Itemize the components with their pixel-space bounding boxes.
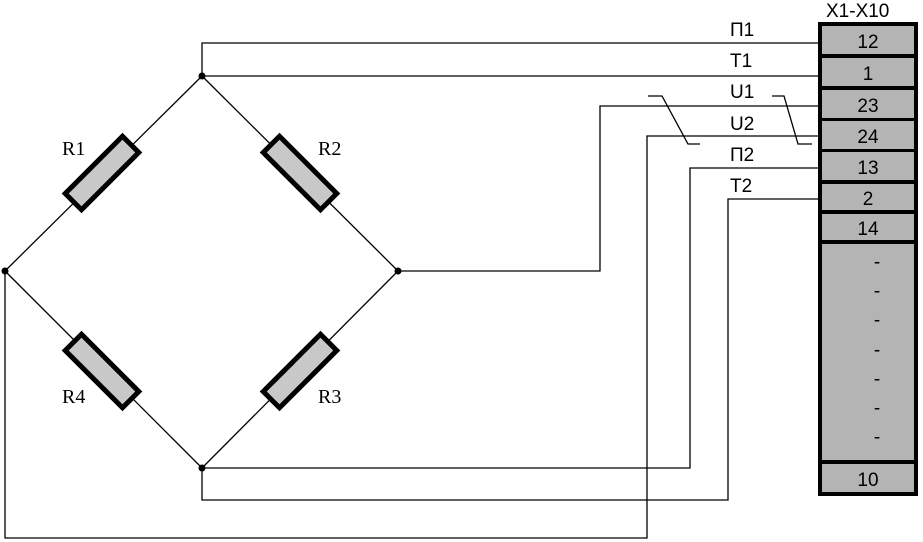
connector-title: X1-X10 bbox=[826, 1, 889, 22]
terminal-10: 10 bbox=[857, 470, 878, 491]
wire-label-p2: П2 bbox=[730, 145, 754, 166]
terminal-dash: - bbox=[874, 310, 880, 331]
terminal-dash: - bbox=[874, 427, 880, 448]
node-right bbox=[394, 267, 402, 275]
wire-label-u2: U2 bbox=[730, 114, 754, 135]
terminal-23: 23 bbox=[857, 96, 878, 117]
node-top bbox=[198, 72, 206, 80]
wire-label-u1: U1 bbox=[730, 82, 754, 103]
node-left bbox=[1, 267, 9, 275]
resistor-r1 bbox=[61, 132, 143, 214]
bridge-wires bbox=[4, 75, 399, 469]
wire-label-p1: П1 bbox=[730, 20, 754, 41]
terminal-block bbox=[818, 22, 918, 496]
terminal-14: 14 bbox=[857, 219, 879, 240]
terminal-dash: - bbox=[874, 398, 880, 419]
terminal-dash: - bbox=[874, 369, 880, 390]
terminal-dash: - bbox=[874, 252, 880, 273]
resistor-label-r1: R1 bbox=[62, 138, 85, 160]
terminal-12: 12 bbox=[857, 32, 878, 53]
wire-label-t2: T2 bbox=[730, 176, 752, 197]
resistor-r2 bbox=[259, 132, 341, 214]
resistor-label-r2: R2 bbox=[318, 138, 341, 160]
resistor-r4 bbox=[61, 330, 143, 412]
resistor-label-r3: R3 bbox=[318, 386, 341, 408]
resistor-label-r4: R4 bbox=[62, 386, 85, 408]
node-bottom bbox=[198, 464, 206, 472]
resistor-r3 bbox=[259, 330, 341, 412]
terminal-24: 24 bbox=[857, 127, 879, 148]
terminal-2: 2 bbox=[863, 189, 874, 210]
terminal-13: 13 bbox=[857, 158, 878, 179]
terminal-1: 1 bbox=[863, 64, 874, 85]
lead-wires bbox=[4, 42, 820, 539]
wire-label-t1: T1 bbox=[730, 51, 752, 72]
terminal-dash: - bbox=[874, 340, 880, 361]
terminal-dash: - bbox=[874, 281, 880, 302]
